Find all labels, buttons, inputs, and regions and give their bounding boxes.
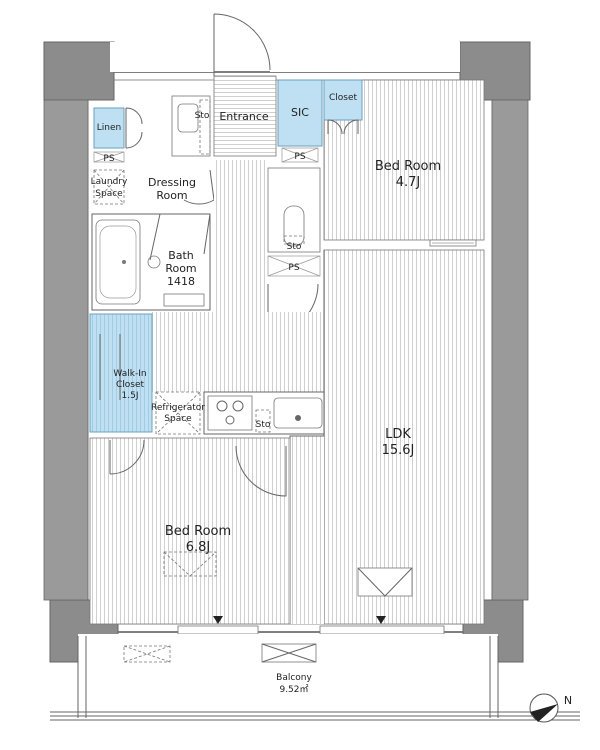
label-sto-kitchen: Sto	[256, 420, 271, 430]
label-closet: Closet	[329, 93, 358, 103]
label-sto-toilet: Sto	[287, 242, 302, 252]
column-top-left	[43, 41, 115, 101]
label-ldk-size: 15.6J	[382, 443, 415, 458]
ldk	[323, 249, 485, 625]
bed-room-2	[89, 437, 291, 625]
entrance-door	[213, 13, 271, 76]
sic	[277, 79, 323, 147]
label-ldk-name: LDK	[385, 427, 411, 442]
label-balcony-size: 9.52㎡	[279, 684, 308, 695]
label-dressing-1: Dressing	[148, 176, 196, 189]
label-entrance: Entrance	[219, 110, 269, 123]
label-ps-toilet: PS	[288, 263, 299, 273]
label-wic-1: Walk-In	[113, 369, 146, 379]
closet	[323, 79, 363, 121]
label-wic-2: Closet	[116, 380, 145, 390]
label-ps-linen: PS	[103, 154, 114, 164]
label-balcony-name: Balcony	[276, 673, 312, 683]
linen	[93, 107, 125, 149]
label-bath-size: 1418	[167, 275, 195, 288]
label-bed2-name: Bed Room	[165, 524, 231, 539]
label-linen: Linen	[97, 123, 121, 133]
compass-icon	[529, 693, 559, 723]
label-fridge-1: Refrigerator	[151, 403, 205, 413]
label-fridge-2: Space	[164, 414, 192, 424]
label-bed1-size: 4.7J	[396, 175, 421, 190]
label-wic-size: 1.5J	[122, 391, 139, 401]
label-sto-dressing: Sto	[195, 111, 210, 121]
label-bath-2: Room	[165, 262, 196, 275]
label-bed1-name: Bed Room	[375, 159, 441, 174]
label-bed2-size: 6.8J	[186, 540, 211, 555]
label-ps-sic: PS	[294, 152, 305, 162]
label-bath-1: Bath	[168, 249, 194, 262]
label-dressing-2: Room	[156, 189, 187, 202]
label-sic: SIC	[291, 106, 309, 119]
label-laundry-2: Space	[95, 189, 123, 199]
compass-label: N	[564, 694, 572, 707]
label-laundry-1: Laundry	[91, 177, 128, 187]
